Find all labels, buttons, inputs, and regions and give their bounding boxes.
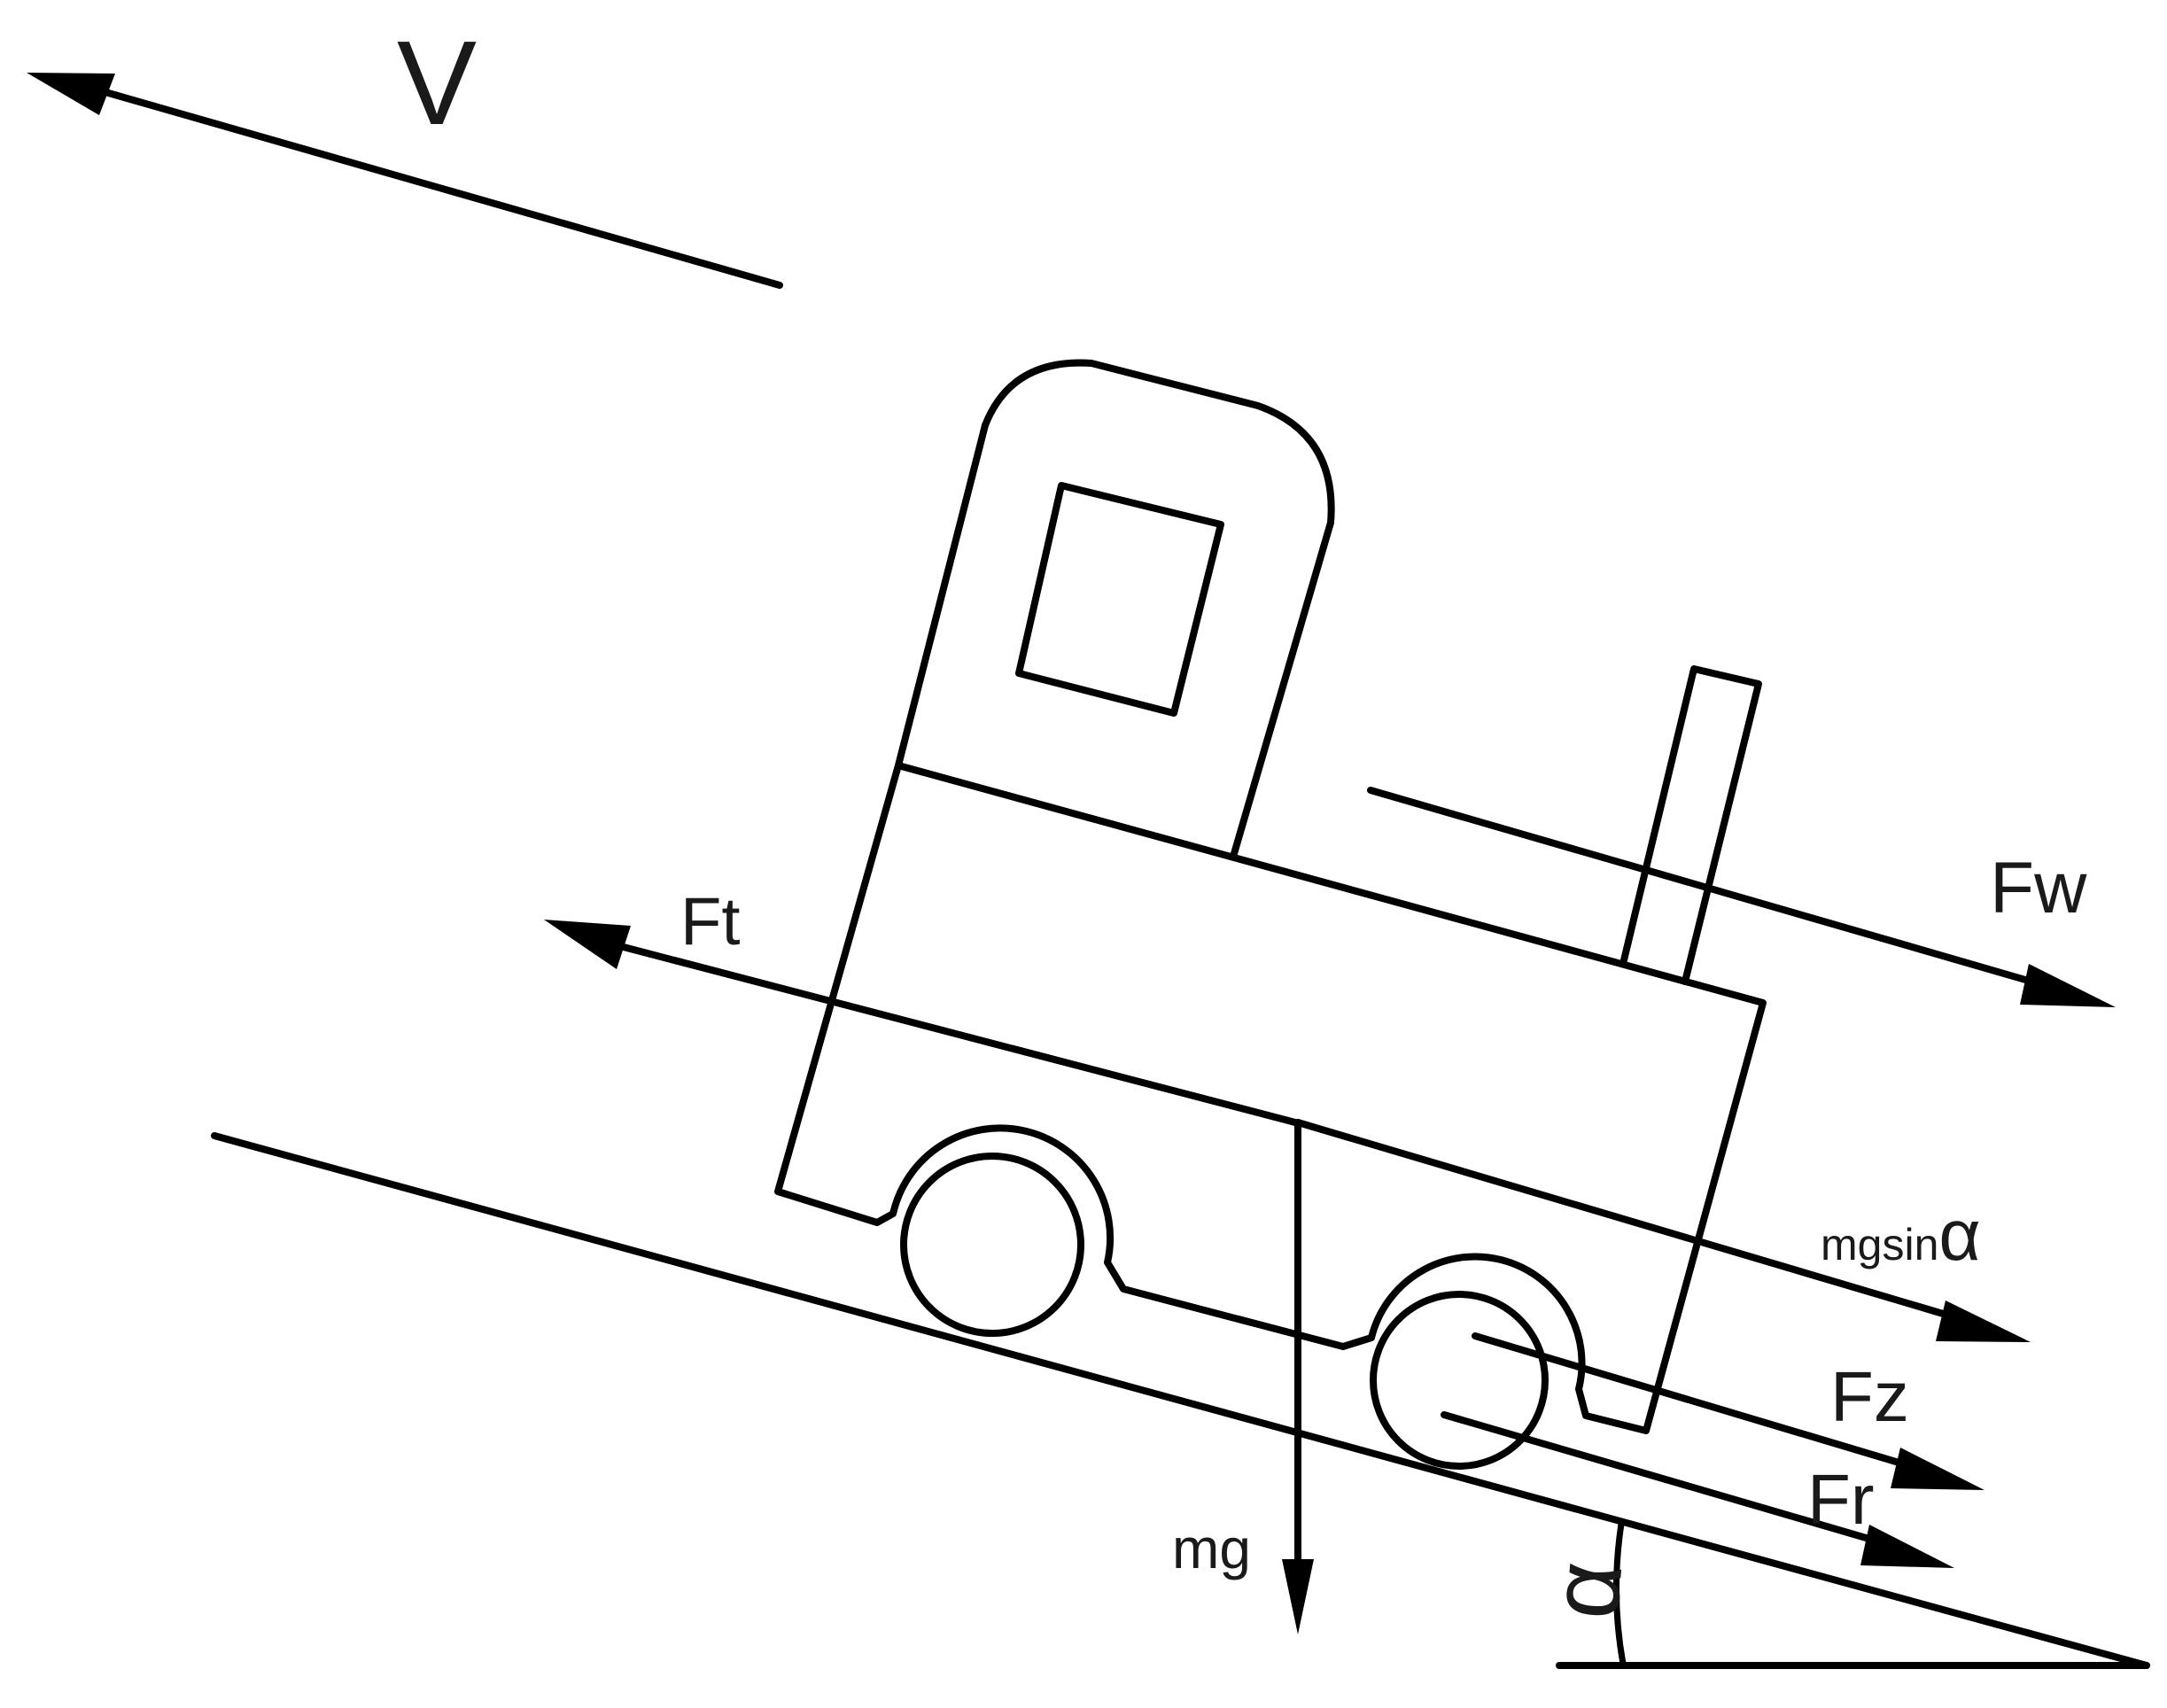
traction-force-label: Ft: [680, 884, 741, 959]
gravity-component-arrow: [1294, 1119, 2031, 1342]
traction-force-arrow: [544, 920, 1299, 1126]
cabin-window: [1015, 482, 1224, 717]
rear-wheel: [1370, 1291, 1549, 1470]
rolling-force-arrow: [1441, 1411, 1954, 1568]
exhaust-stack: [1619, 665, 1762, 985]
angle-arc: [1612, 1520, 1627, 1667]
vehicle: [774, 359, 1767, 1470]
angle-label: α: [1529, 1557, 1643, 1623]
vehicle-body: [774, 762, 1767, 1434]
incline-ground: [211, 1132, 2150, 1669]
gravity-arrow: [1282, 1119, 1314, 1634]
wind-force-label: Fw: [1990, 848, 2087, 928]
vehicle-cabin: [895, 359, 1335, 860]
slope-force-label: Fz: [1830, 1357, 1909, 1436]
gravity-component-alpha: α: [1938, 1195, 1980, 1276]
velocity-arrow: [27, 73, 783, 289]
wind-force-arrow: [1367, 787, 2116, 1007]
velocity-label: V: [397, 16, 477, 150]
rolling-force-label: Fr: [1807, 1460, 1875, 1539]
front-wheel: [900, 1153, 1084, 1337]
gravity-label: mg: [1172, 1517, 1251, 1580]
gravity-component-text: mgsin: [1821, 1220, 1938, 1269]
slope-force-arrow: [1472, 1332, 1984, 1490]
gravity-component-label: mgsinα: [1821, 1195, 1981, 1276]
